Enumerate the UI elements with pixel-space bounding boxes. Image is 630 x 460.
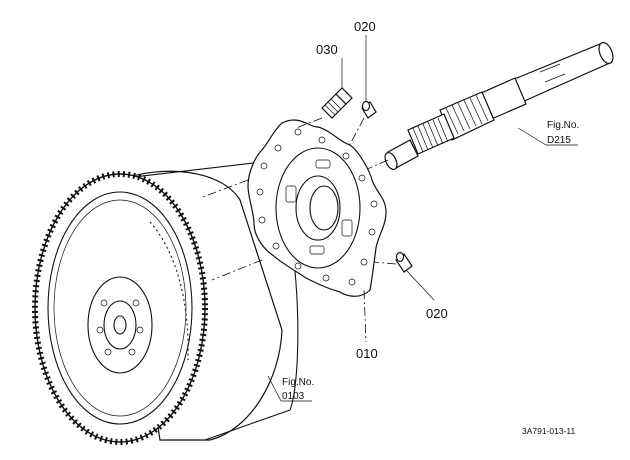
bolt-030 bbox=[321, 87, 353, 119]
pin-020-bottom bbox=[395, 251, 413, 273]
callout-030: 030 bbox=[316, 42, 338, 57]
pin-020-top bbox=[361, 100, 377, 119]
figure-ref-d215-number: D215 bbox=[547, 135, 571, 146]
input-shaft bbox=[384, 41, 614, 171]
figure-ref-0103: Fig.No. 0103 bbox=[267, 375, 314, 402]
figure-ref-d215-label: Fig.No. bbox=[547, 120, 579, 131]
figure-ref-0103-label: Fig.No. bbox=[282, 377, 314, 388]
ring-gear-teeth bbox=[32, 171, 208, 445]
ring-gear bbox=[34, 173, 206, 443]
drawing-code: 3A791-013-11 bbox=[522, 426, 576, 436]
callout-010: 010 bbox=[356, 346, 378, 361]
leader-010 bbox=[363, 289, 367, 343]
clutch-disc bbox=[247, 119, 387, 297]
callout-020-top: 020 bbox=[354, 19, 376, 34]
shaft-centerline bbox=[339, 159, 389, 182]
disc-rivet-holes bbox=[256, 128, 378, 286]
figure-ref-0103-number: 0103 bbox=[282, 391, 305, 402]
figure-ref-d215: Fig.No. D215 bbox=[517, 120, 579, 146]
flywheel bbox=[32, 161, 299, 445]
disc-spring-windows bbox=[285, 159, 353, 255]
callout-020-bottom: 020 bbox=[426, 306, 448, 321]
leader-020-bottom bbox=[405, 269, 435, 301]
hub-bolt-holes bbox=[96, 299, 144, 356]
